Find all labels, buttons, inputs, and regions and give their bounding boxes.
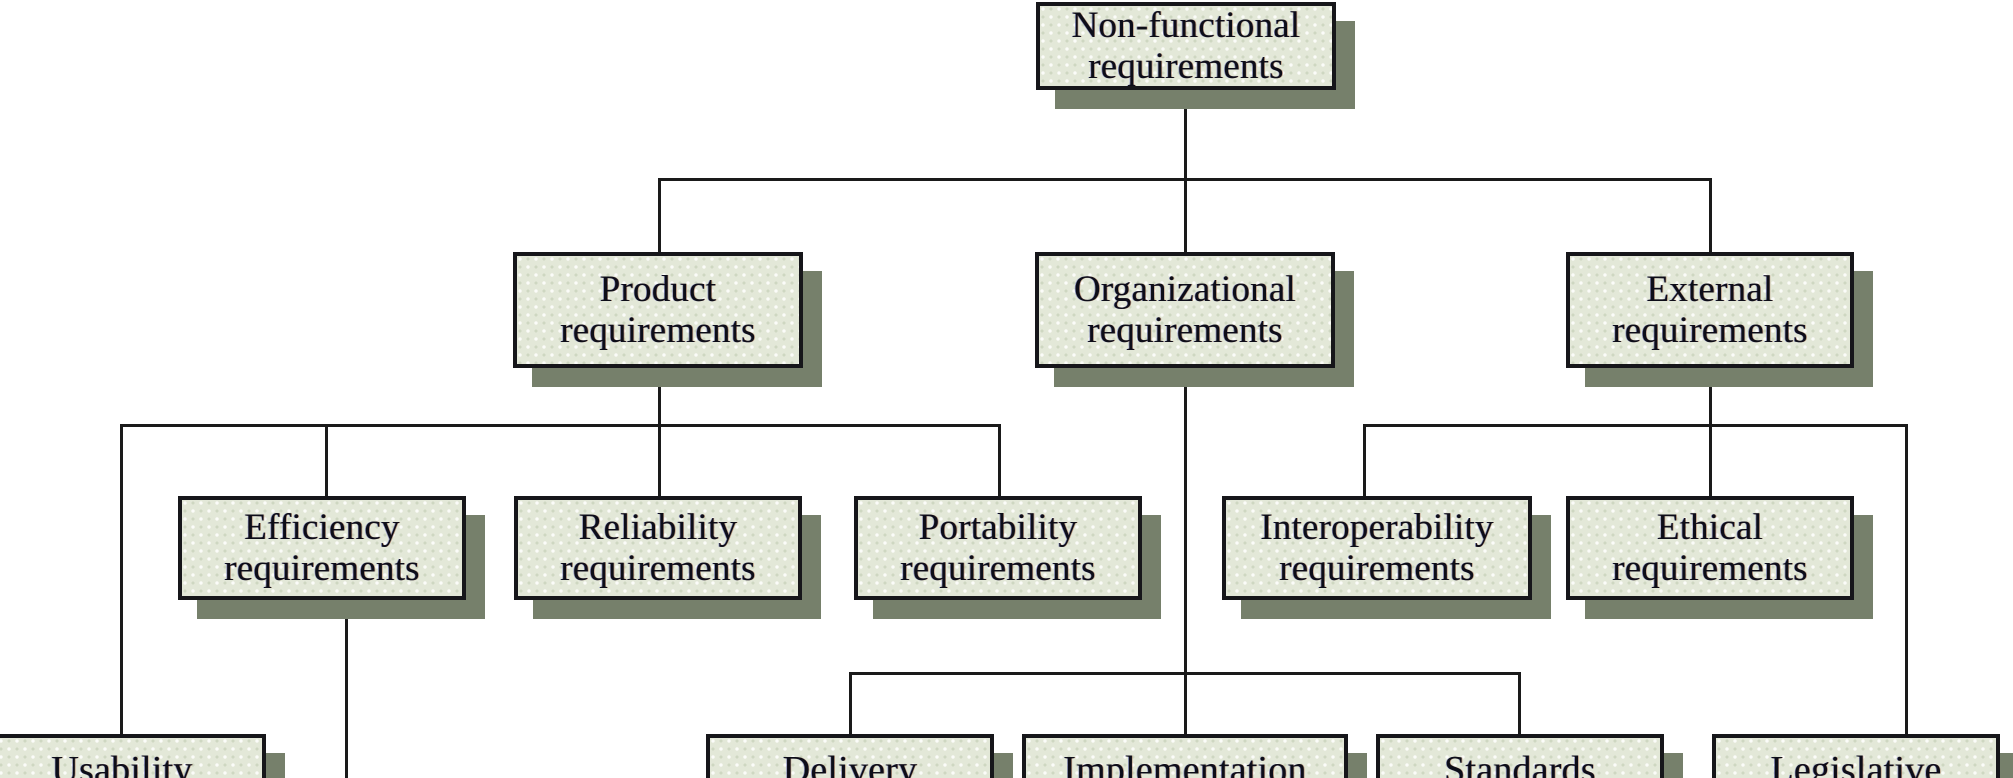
edge-organizational-to-delivery (849, 672, 852, 736)
edge-product-to-efficiency (325, 424, 328, 498)
node-label: External requirements (1612, 268, 1808, 351)
node-box: Portability requirements (854, 496, 1142, 600)
edge-external-stem (1709, 368, 1712, 426)
node-label: Standards (1444, 748, 1596, 778)
node-ethical-requirements[interactable]: Ethical requirements (1566, 496, 1873, 619)
node-box: External requirements (1566, 252, 1854, 368)
node-box: Efficiency requirements (178, 496, 466, 600)
node-label: Delivery (782, 748, 918, 778)
node-legislative[interactable]: Legislative (1712, 734, 2013, 778)
edge-efficiency-stem (345, 598, 348, 778)
node-usability[interactable]: Usability (0, 734, 285, 778)
edge-root-stem (1184, 88, 1187, 180)
node-box: Usability (0, 734, 266, 778)
edge-product-to-usability (120, 424, 123, 736)
node-label: Portability requirements (900, 506, 1096, 589)
node-label: Efficiency requirements (224, 506, 420, 589)
node-box: Interoperability requirements (1222, 496, 1532, 600)
edge-root-to-external (1709, 178, 1712, 256)
edge-external-to-interoperability (1363, 424, 1366, 498)
edge-product-stem (658, 368, 661, 426)
node-box: Legislative (1712, 734, 2000, 778)
node-implementation[interactable]: Implementation (1022, 734, 1367, 778)
node-label: Usability (51, 748, 193, 778)
node-delivery[interactable]: Delivery (706, 734, 1013, 778)
node-label: Non-functional requirements (1071, 4, 1301, 87)
node-label: Implementation (1063, 748, 1307, 778)
edge-product-to-reliability (658, 424, 661, 498)
node-portability-requirements[interactable]: Portability requirements (854, 496, 1161, 619)
node-label: Product requirements (560, 268, 756, 351)
node-reliability-requirements[interactable]: Reliability requirements (514, 496, 821, 619)
edge-external-bus (1363, 424, 1908, 427)
node-standards[interactable]: Standards (1376, 734, 1683, 778)
node-label: Interoperability requirements (1260, 506, 1494, 589)
node-label: Ethical requirements (1612, 506, 1808, 589)
edge-organizational-to-standards (1518, 672, 1521, 736)
edge-external-to-legislative (1905, 424, 1908, 736)
edge-external-to-ethical (1709, 424, 1712, 498)
node-interoperability-requirements[interactable]: Interoperability requirements (1222, 496, 1551, 619)
node-box: Product requirements (513, 252, 803, 368)
node-box: Delivery (706, 734, 994, 778)
node-box: Implementation (1022, 734, 1348, 778)
node-box: Organizational requirements (1035, 252, 1335, 368)
node-box: Reliability requirements (514, 496, 802, 600)
node-box: Ethical requirements (1566, 496, 1854, 600)
edge-root-to-organizational (1184, 178, 1187, 256)
node-product-requirements[interactable]: Product requirements (513, 252, 822, 387)
node-label: Reliability requirements (560, 506, 756, 589)
node-organizational-requirements[interactable]: Organizational requirements (1035, 252, 1354, 387)
node-non-functional-requirements[interactable]: Non-functional requirements (1036, 2, 1355, 109)
edge-product-to-portability (998, 424, 1001, 498)
edge-organizational-to-implementation (1184, 672, 1187, 736)
edge-product-bus (120, 424, 1000, 427)
node-external-requirements[interactable]: External requirements (1566, 252, 1873, 387)
node-efficiency-requirements[interactable]: Efficiency requirements (178, 496, 485, 619)
node-label: Organizational requirements (1074, 268, 1296, 351)
node-label: Legislative (1770, 748, 1942, 778)
edge-root-to-product (658, 178, 661, 256)
node-box: Non-functional requirements (1036, 2, 1336, 90)
edge-organizational-stem (1184, 368, 1187, 674)
node-box: Standards (1376, 734, 1664, 778)
